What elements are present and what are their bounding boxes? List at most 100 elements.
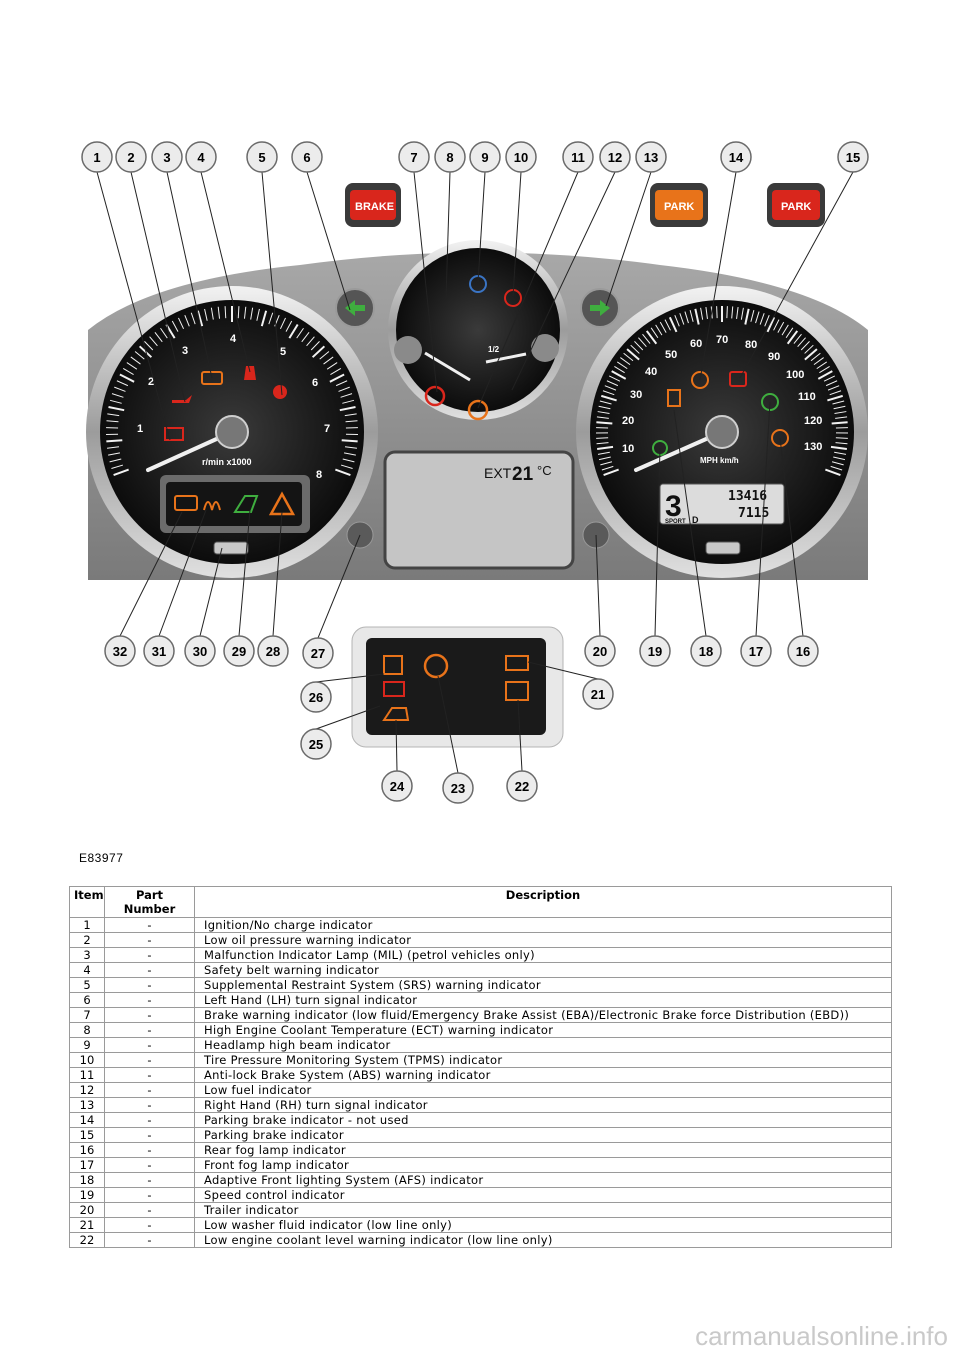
tick-mark xyxy=(650,327,659,339)
table-row: 3-Malfunction Indicator Lamp (MIL) (petr… xyxy=(69,947,892,963)
leader-line-3 xyxy=(166,171,213,379)
callout-circle xyxy=(151,141,183,173)
tick-mark xyxy=(630,344,640,354)
leader-line-13 xyxy=(605,171,652,307)
message-centre-inset xyxy=(351,626,564,748)
callout-label: 3 xyxy=(163,150,170,165)
speed-label-130: 130 xyxy=(804,441,822,453)
speed-label-20: 20 xyxy=(622,415,634,427)
center-right-knob xyxy=(531,334,559,362)
tick-mark xyxy=(817,370,833,380)
tick-mark xyxy=(813,357,824,366)
callout-label: 4 xyxy=(197,150,205,165)
park-warning-label-left: PARK xyxy=(650,183,708,227)
callout-11: 11 xyxy=(562,141,594,173)
tick-mark xyxy=(611,370,627,380)
item-cell: 10 xyxy=(69,1052,105,1068)
tick-mark xyxy=(338,386,350,392)
tick-mark xyxy=(335,468,351,477)
callout-26: 26 xyxy=(300,681,332,713)
description-cell: Front fog lamp indicator xyxy=(194,1157,892,1173)
item-cell: 9 xyxy=(69,1037,105,1053)
leader-line-31 xyxy=(158,509,207,637)
tick-mark xyxy=(816,361,828,370)
tick-mark xyxy=(716,306,718,319)
tick-mark xyxy=(668,316,678,333)
callout-9: 9 xyxy=(469,141,501,173)
tick-mark xyxy=(268,312,274,325)
tick-mark xyxy=(829,390,842,396)
item-cell: 5 xyxy=(69,977,105,993)
left-arrow-icon xyxy=(345,300,365,316)
washer-inset-icon xyxy=(383,655,403,675)
park-warning-label-right: PARK xyxy=(767,183,825,227)
description-cell: Low fuel indicator xyxy=(194,1082,892,1098)
tick-mark xyxy=(679,313,685,325)
table-row: 22-Low engine coolant level warning indi… xyxy=(69,1232,892,1248)
tick-mark xyxy=(329,373,345,383)
tick-mark xyxy=(114,386,126,392)
part-number-cell: - xyxy=(104,1022,195,1038)
leader-line-29 xyxy=(238,509,251,637)
tick-mark xyxy=(111,393,124,398)
callout-label: 19 xyxy=(648,644,662,659)
tick-mark xyxy=(340,393,353,398)
callout-circle xyxy=(291,141,323,173)
leader-line-1 xyxy=(96,171,171,441)
tick-mark xyxy=(285,320,293,332)
tick-mark xyxy=(600,461,613,466)
tick-mark xyxy=(260,310,268,327)
part-number-cell: - xyxy=(104,1142,195,1158)
tachometer-hub xyxy=(215,415,249,449)
tick-mark xyxy=(766,316,776,333)
odometer-gear-mode: SPORT xyxy=(665,519,686,525)
leader-line-11 xyxy=(477,171,579,409)
afs-icon xyxy=(667,389,681,407)
tach-label-7: 7 xyxy=(324,423,330,435)
tick-mark xyxy=(689,309,694,322)
tick-mark xyxy=(224,306,227,319)
tick-mark xyxy=(731,306,734,319)
description-cell: Right Hand (RH) turn signal indicator xyxy=(194,1097,892,1113)
leader-line-10 xyxy=(512,171,522,297)
description-cell: Rear fog lamp indicator xyxy=(194,1142,892,1158)
tick-mark xyxy=(319,351,330,360)
item-cell: 6 xyxy=(69,992,105,1008)
callout-18: 18 xyxy=(690,635,722,667)
callout-6: 6 xyxy=(291,141,323,173)
tick-mark xyxy=(831,461,844,466)
callout-label: 7 xyxy=(410,150,417,165)
table-row: 20-Trailer indicator xyxy=(69,1202,892,1218)
part-number-cell: - xyxy=(104,1007,195,1023)
tick-mark xyxy=(740,307,744,320)
callout-circle xyxy=(115,141,147,173)
description-cell: Low oil pressure warning indicator xyxy=(194,932,892,948)
speed-label-70: 70 xyxy=(716,334,728,346)
tick-mark xyxy=(642,333,651,344)
description-cell: Speed control indicator xyxy=(194,1187,892,1203)
callout-8: 8 xyxy=(434,141,466,173)
tick-mark xyxy=(825,380,838,387)
tick-mark xyxy=(832,400,845,405)
tick-mark xyxy=(178,317,185,330)
item-cell: 22 xyxy=(69,1232,105,1248)
callout-label: 21 xyxy=(591,687,605,702)
callout-circle xyxy=(104,635,136,667)
callout-circle xyxy=(720,141,752,173)
leader-line-27 xyxy=(317,534,361,639)
callout-label: 27 xyxy=(311,646,325,661)
tick-mark xyxy=(106,446,120,449)
tick-mark xyxy=(664,319,671,331)
tick-mark xyxy=(827,385,840,391)
part-number-cell: - xyxy=(104,962,195,978)
tick-mark xyxy=(342,458,355,463)
tick-mark xyxy=(217,306,221,319)
part-number-cell: - xyxy=(104,1097,195,1113)
tick-mark xyxy=(279,317,286,330)
callout-leader-lines xyxy=(96,171,854,774)
park-right-label-text: PARK xyxy=(781,201,811,213)
tick-mark xyxy=(130,356,141,365)
tick-mark xyxy=(119,373,135,383)
